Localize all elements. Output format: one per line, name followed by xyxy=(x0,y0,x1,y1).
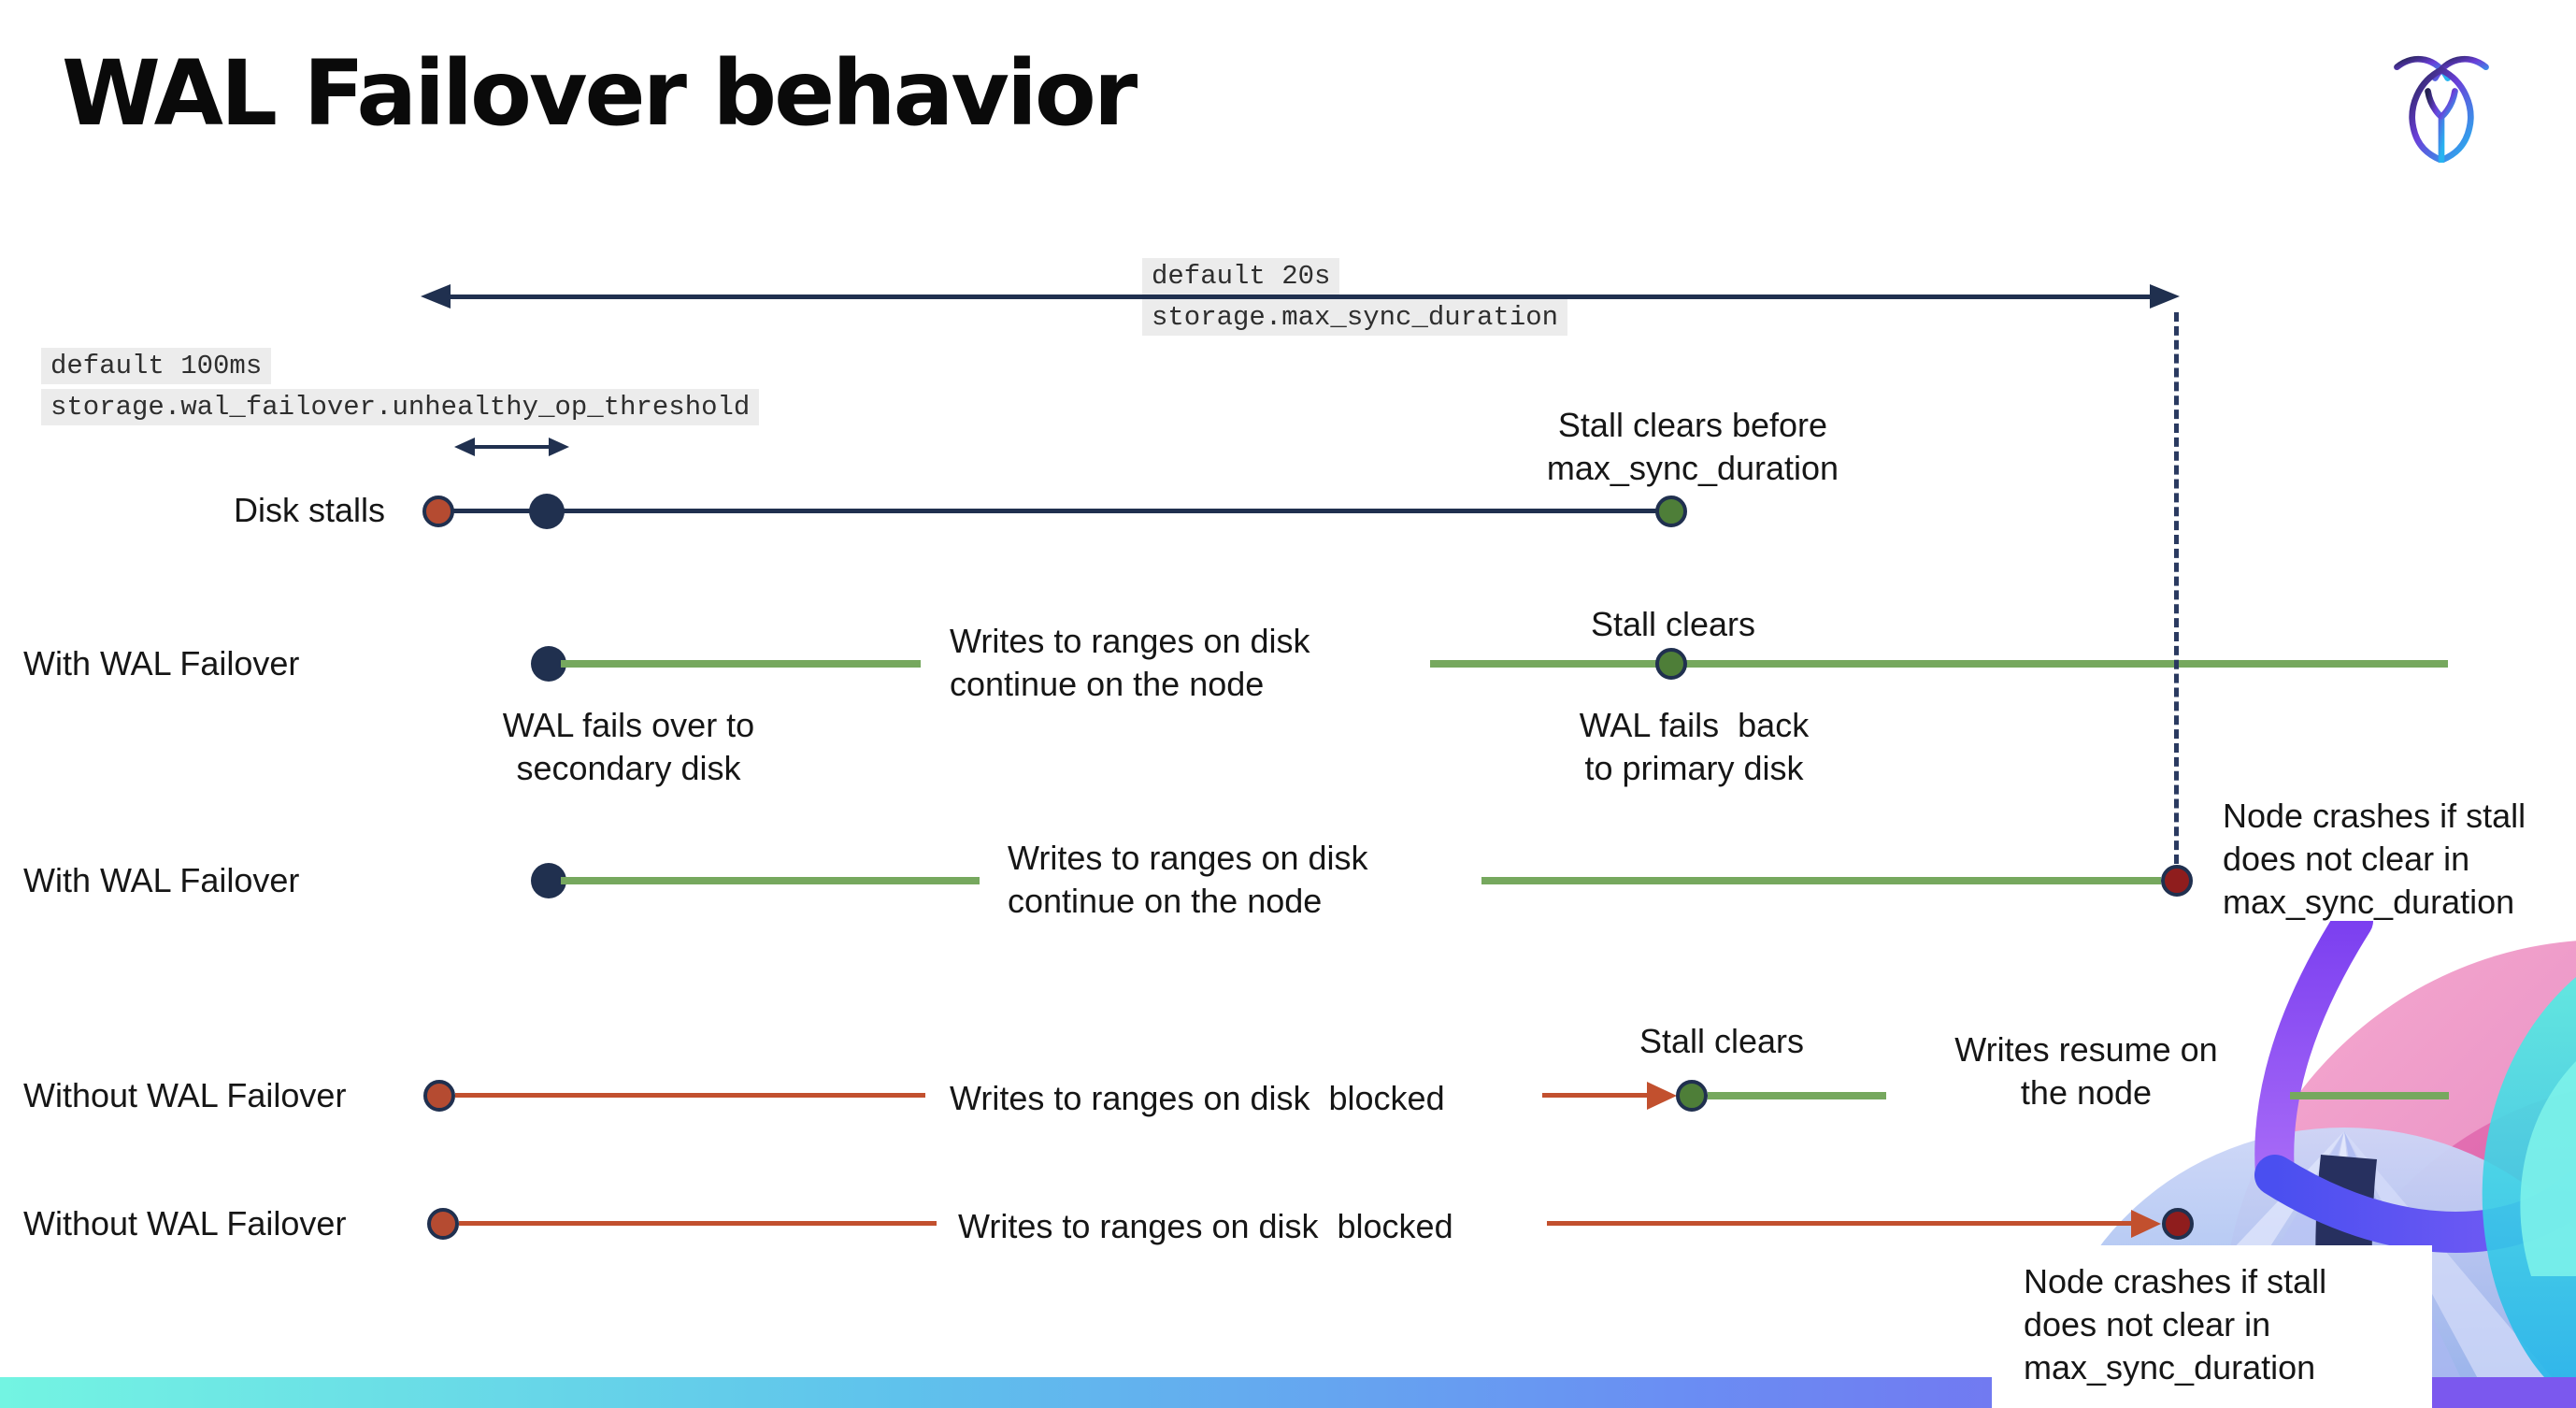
node-crashes-note: Node crashes if stall does not clear in … xyxy=(2024,1262,2327,1386)
arrowhead-right-icon xyxy=(2150,284,2180,309)
writes-continue-line xyxy=(1481,877,2161,884)
row-label-with-wal-failover-2: With WAL Failover xyxy=(23,861,300,899)
stall-clear-dot xyxy=(1655,496,1687,527)
stall-clear-dot xyxy=(1655,648,1687,680)
node-crashes-note: Node crashes if stall does not clear in … xyxy=(2223,797,2526,921)
stall-start-dot xyxy=(422,496,454,527)
writes-resume-note: Writes resume on the node xyxy=(1954,1030,2218,1112)
max-sync-duration-span-line xyxy=(447,295,2154,299)
stall-start-dot xyxy=(427,1208,459,1240)
stall-clears-note: Stall clears xyxy=(1639,1022,1805,1060)
threshold-default-label: default 100ms xyxy=(41,348,272,384)
writes-continue-line xyxy=(561,877,980,884)
threshold-setting-label: storage.wal_failover.unhealthy_op_thresh… xyxy=(41,389,760,425)
writes-blocked-note: Writes to ranges on disk blocked xyxy=(950,1079,1445,1117)
threshold-dot xyxy=(529,494,565,529)
stall-start-dot xyxy=(423,1080,455,1112)
stall-clear-dot xyxy=(1676,1080,1708,1112)
writes-blocked-line xyxy=(459,1221,937,1226)
small-arrowhead-left-icon xyxy=(454,438,475,456)
wal-fails-over-note: WAL fails over to secondary disk xyxy=(502,706,755,787)
max-sync-setting-label: storage.max_sync_duration xyxy=(1142,299,1568,336)
writes-continue-note: Writes to ranges on disk continue on the… xyxy=(1008,839,1368,920)
writes-blocked-line xyxy=(455,1093,925,1098)
writes-continue-note: Writes to ranges on disk continue on the… xyxy=(950,622,1310,703)
body-y-right xyxy=(2438,88,2458,121)
crash-note-box: Node crashes if stall does not clear in … xyxy=(1992,1245,2432,1408)
page-title: WAL Failover behavior xyxy=(62,41,1138,146)
writes-continue-line xyxy=(1430,660,2448,668)
red-arrowhead-icon xyxy=(1647,1082,1677,1110)
purple-arc xyxy=(2254,921,2373,1195)
node-crash-dot xyxy=(2162,1208,2194,1240)
writes-continue-line xyxy=(561,660,921,668)
wal-fails-back-note: WAL fails back to primary disk xyxy=(1579,706,1810,787)
row-label-disk-stalls: Disk stalls xyxy=(233,491,385,529)
max-sync-default-label: default 20s xyxy=(1142,258,1340,295)
body-y-left xyxy=(2425,88,2445,163)
threshold-span-line xyxy=(472,445,551,449)
cockroachdb-logo xyxy=(2394,55,2489,163)
cyan-swoosh-inner xyxy=(2520,1061,2576,1276)
writes-blocked-line xyxy=(1547,1221,2131,1226)
row-label-without-wal-failover-1: Without WAL Failover xyxy=(23,1076,347,1114)
writes-resume-line xyxy=(2290,1092,2449,1099)
red-arrowhead-icon xyxy=(2131,1210,2161,1238)
node-crash-dot xyxy=(2161,865,2193,897)
stall-clears-note: Stall clears xyxy=(1590,605,1756,643)
writes-resume-line xyxy=(1708,1092,1886,1099)
bar-continuation xyxy=(2432,1377,2576,1408)
failover-dot xyxy=(531,646,566,682)
arrowhead-left-icon xyxy=(421,284,451,309)
writes-blocked-line xyxy=(1542,1093,1647,1098)
disk-stall-timeline xyxy=(438,509,1671,513)
failover-dot xyxy=(531,863,566,898)
small-arrowhead-right-icon xyxy=(549,438,569,456)
max-sync-deadline-dashed-line xyxy=(2174,312,2179,864)
writes-blocked-note: Writes to ranges on disk blocked xyxy=(958,1207,1453,1245)
row-label-with-wal-failover-1: With WAL Failover xyxy=(23,644,300,682)
stall-clears-before-note: Stall clears before max_sync_duration xyxy=(1546,406,1839,487)
row-label-without-wal-failover-2: Without WAL Failover xyxy=(23,1204,347,1243)
